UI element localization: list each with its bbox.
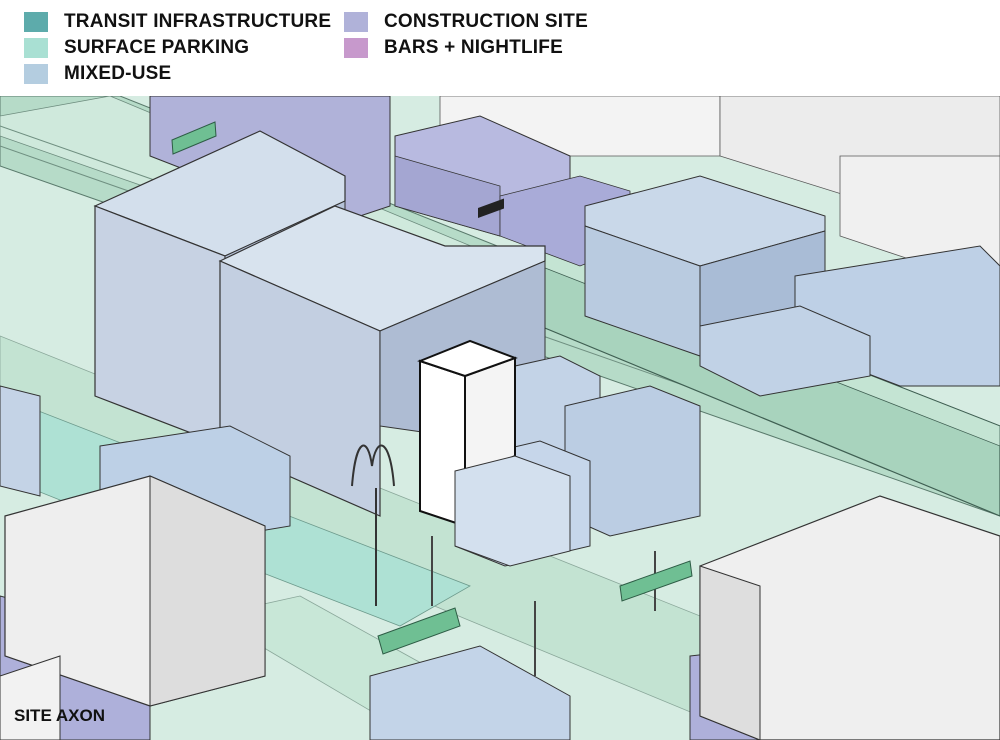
site-axon-drawing: [0, 96, 1000, 740]
legend-item-construction: CONSTRUCTION SITE: [344, 11, 588, 32]
site-tower-low-block: [454, 455, 571, 567]
tram-2: [171, 121, 217, 155]
legend-item-parking: SURFACE PARKING: [24, 37, 250, 58]
bldg-mixed-left-edge: [0, 385, 41, 497]
bldg-mixed-row-right-2: [699, 305, 871, 397]
legend: TRANSIT INFRASTRUCTURE SURFACE PARKING M…: [0, 0, 1000, 96]
legend-label-construction: CONSTRUCTION SITE: [384, 11, 588, 32]
legend-swatch-parking: [24, 38, 48, 58]
legend-swatch-mixed-use: [24, 64, 48, 84]
site-tower-window-1: [478, 198, 504, 219]
legend-item-mixed-use: MIXED-USE: [24, 63, 172, 84]
legend-label-nightlife: BARS + NIGHTLIFE: [384, 37, 563, 58]
diagram-title: SITE AXON: [14, 706, 105, 725]
bldg-white-bottom-left: [0, 655, 61, 740]
legend-label-parking: SURFACE PARKING: [64, 37, 250, 58]
bldg-mixed-bottom-center: [369, 645, 571, 740]
bldg-white-front-left-face: [149, 475, 266, 707]
bldg-white-front-right-face: [699, 565, 761, 740]
bus-1: [377, 607, 461, 655]
arches-sign: [351, 444, 395, 487]
legend-swatch-transit: [24, 12, 48, 32]
legend-label-transit: TRANSIT INFRASTRUCTURE: [64, 11, 332, 32]
legend-swatch-construction: [344, 12, 368, 32]
legend-item-nightlife: BARS + NIGHTLIFE: [344, 37, 563, 58]
site-tower-top: [417, 339, 518, 378]
legend-label-mixed-use: MIXED-USE: [64, 63, 172, 84]
legend-item-transit: TRANSIT INFRASTRUCTURE: [24, 11, 332, 32]
legend-swatch-nightlife: [344, 38, 368, 58]
tram-1: [619, 560, 693, 602]
